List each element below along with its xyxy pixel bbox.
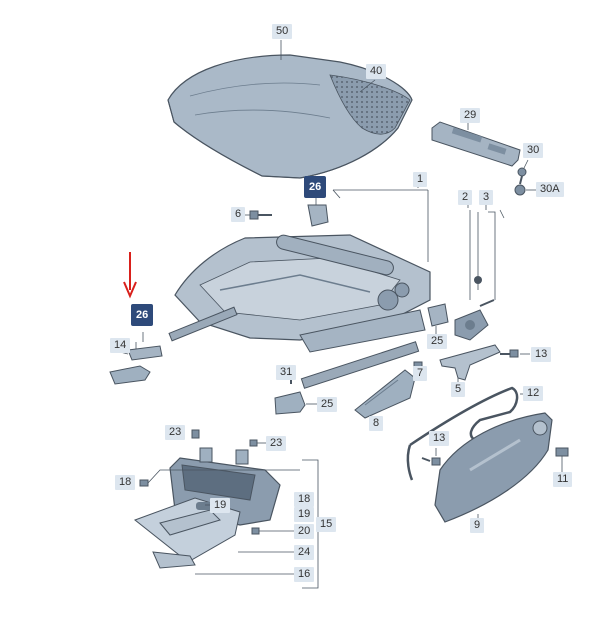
lever-5 <box>439 344 501 381</box>
label-part-15[interactable]: 15 <box>316 517 337 532</box>
wire-12 <box>406 386 519 481</box>
screw-23-right <box>249 439 266 447</box>
label-part-6[interactable]: 6 <box>231 207 246 222</box>
label-part-26-lower[interactable]: 26 <box>131 304 154 326</box>
label-part-2[interactable]: 2 <box>458 190 473 205</box>
label-part-14[interactable]: 14 <box>110 338 131 353</box>
rail-part <box>431 121 521 167</box>
label-part-16[interactable]: 16 <box>294 567 315 582</box>
label-part-9[interactable]: 9 <box>470 518 485 533</box>
label-part-11[interactable]: 11 <box>553 472 573 487</box>
label-part-30[interactable]: 30 <box>523 143 544 158</box>
label-part-5[interactable]: 5 <box>451 382 466 397</box>
label-part-18-left[interactable]: 18 <box>115 475 136 490</box>
side-panel-9 <box>434 412 553 523</box>
label-part-13-lower[interactable]: 13 <box>429 431 450 446</box>
screw-23-left <box>191 429 200 439</box>
label-part-19-right[interactable]: 19 <box>294 507 315 522</box>
label-part-50[interactable]: 50 <box>272 24 293 39</box>
lever-14 <box>109 345 163 385</box>
bracket-25-lower <box>274 391 306 415</box>
seat-frame <box>168 234 431 389</box>
label-part-25-lower[interactable]: 25 <box>317 397 338 412</box>
bracket-25-upper <box>427 303 449 327</box>
trim-8 <box>354 369 416 419</box>
label-part-1[interactable]: 1 <box>413 172 428 187</box>
label-part-18-right[interactable]: 18 <box>294 492 315 507</box>
seat-cushion <box>167 54 413 179</box>
recliner-mechanism <box>454 276 495 341</box>
label-part-30a[interactable]: 30A <box>536 182 564 197</box>
label-part-31[interactable]: 31 <box>276 365 297 380</box>
screw-18 <box>139 479 149 487</box>
label-part-3[interactable]: 3 <box>479 190 494 205</box>
label-part-23-right[interactable]: 23 <box>266 436 287 451</box>
screw-30 <box>517 167 527 185</box>
screw-20 <box>251 527 294 535</box>
label-part-7[interactable]: 7 <box>413 366 428 381</box>
label-part-24[interactable]: 24 <box>294 545 315 560</box>
label-part-25-upper[interactable]: 25 <box>427 334 448 349</box>
label-part-19-left[interactable]: 19 <box>210 498 231 513</box>
clip-26-upper <box>307 204 329 227</box>
label-part-26-upper[interactable]: 26 <box>304 176 327 198</box>
label-part-13-upper[interactable]: 13 <box>531 347 552 362</box>
label-part-40[interactable]: 40 <box>366 64 387 79</box>
arrow-down-icon <box>123 252 137 299</box>
storage-drawer <box>133 447 281 569</box>
clip-11 <box>555 447 569 457</box>
label-part-12[interactable]: 12 <box>523 386 544 401</box>
label-part-29[interactable]: 29 <box>460 108 481 123</box>
leader-lines <box>135 178 505 356</box>
label-part-8[interactable]: 8 <box>369 416 384 431</box>
nut-30a <box>514 184 526 196</box>
label-part-23-left[interactable]: 23 <box>165 425 186 440</box>
bolt-6 <box>249 210 272 220</box>
screw-13-upper <box>500 349 519 358</box>
label-part-20[interactable]: 20 <box>294 524 315 539</box>
screw-13-lower <box>421 457 441 466</box>
